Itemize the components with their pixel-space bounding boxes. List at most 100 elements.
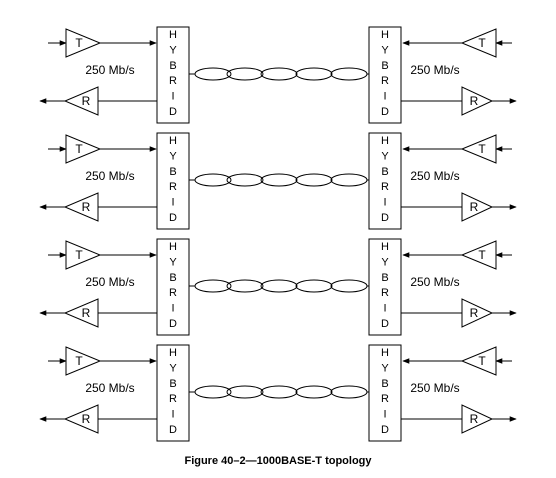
twisted-pair-loop xyxy=(260,173,298,187)
twisted-pair-loop xyxy=(226,173,264,187)
data-rate-right: 250 Mb/s xyxy=(410,169,459,183)
transmitter-left xyxy=(65,240,102,270)
hybrid-letter-right: I xyxy=(383,197,386,209)
hybrid-letter-left: B xyxy=(169,272,176,284)
data-rate-right: 250 Mb/s xyxy=(410,275,459,289)
hybrid-letter-left: I xyxy=(171,303,174,315)
hybrid-letter-right: B xyxy=(381,166,388,178)
receiver-right xyxy=(461,404,494,434)
transmitter-left xyxy=(65,346,102,376)
twisted-pair-loop xyxy=(260,385,298,399)
transmitter-left xyxy=(65,134,102,164)
hybrid-letter-left: I xyxy=(171,409,174,421)
data-rate-right: 250 Mb/s xyxy=(410,63,459,77)
receiver-right xyxy=(461,192,494,222)
hybrid-letter-left: D xyxy=(169,318,177,330)
hybrid-letter-right: B xyxy=(381,272,388,284)
receiver-left xyxy=(63,404,99,434)
transmitter-label-right: T xyxy=(478,36,486,50)
twisted-pair-loop xyxy=(295,385,333,399)
hybrid-box-left xyxy=(156,238,190,336)
receiver-label-right: R xyxy=(470,412,479,426)
figure-caption: Figure 40–2—1000BASE-T topology xyxy=(184,455,372,467)
transmitter-label-left: T xyxy=(75,36,83,50)
receiver-label-left: R xyxy=(82,412,91,426)
receiver-label-left: R xyxy=(82,200,91,214)
hybrid-letter-left: Y xyxy=(169,256,177,268)
hybrid-letter-right: I xyxy=(383,91,386,103)
hybrid-letter-right: Y xyxy=(381,256,389,268)
hybrid-letter-left: D xyxy=(169,106,177,118)
hybrid-letter-right: H xyxy=(381,347,389,359)
hybrid-letter-left: H xyxy=(169,29,177,41)
twisted-pair-loop xyxy=(194,173,232,187)
hybrid-letter-left: B xyxy=(169,60,176,72)
hybrid-box-left xyxy=(156,26,190,124)
hybrid-letter-right: R xyxy=(381,75,389,87)
twisted-pair-loop xyxy=(295,173,333,187)
receiver-right xyxy=(461,86,494,116)
hybrid-letter-left: D xyxy=(169,212,177,224)
hybrid-letter-right: H xyxy=(381,241,389,253)
twisted-pair-loop xyxy=(260,67,298,81)
hybrid-letter-left: I xyxy=(171,197,174,209)
transmitter-right xyxy=(460,134,497,164)
hybrid-box-right xyxy=(368,238,402,336)
hybrid-letter-left: H xyxy=(169,347,177,359)
transmitter-label-left: T xyxy=(75,248,83,262)
receiver-label-left: R xyxy=(82,94,91,108)
hybrid-letter-right: R xyxy=(381,393,389,405)
transmitter-right xyxy=(460,28,497,58)
hybrid-letter-left: H xyxy=(169,241,177,253)
hybrid-box-left xyxy=(156,344,190,442)
hybrid-letter-right: Y xyxy=(381,362,389,374)
twisted-pair-loop xyxy=(226,67,264,81)
receiver-left xyxy=(63,192,99,222)
twisted-pair-loop xyxy=(330,67,368,81)
twisted-pair-loop xyxy=(260,279,298,293)
twisted-pair-loop xyxy=(330,385,368,399)
twisted-pair-loop xyxy=(194,385,232,399)
hybrid-letter-right: H xyxy=(381,29,389,41)
hybrid-letter-left: R xyxy=(169,287,177,299)
transmitter-label-left: T xyxy=(75,354,83,368)
hybrid-letter-right: D xyxy=(381,106,389,118)
hybrid-letter-right: B xyxy=(381,378,388,390)
twisted-pair-loop xyxy=(330,279,368,293)
twisted-pair-loop xyxy=(295,279,333,293)
transmitter-label-left: T xyxy=(75,142,83,156)
hybrid-box-right xyxy=(368,344,402,442)
hybrid-letter-right: I xyxy=(383,303,386,315)
twisted-pair-loop xyxy=(226,279,264,293)
hybrid-letter-left: R xyxy=(169,393,177,405)
hybrid-box-right xyxy=(368,26,402,124)
receiver-label-right: R xyxy=(470,306,479,320)
hybrid-letter-left: R xyxy=(169,75,177,87)
hybrid-letter-right: Y xyxy=(381,44,389,56)
hybrid-letter-right: B xyxy=(381,60,388,72)
data-rate-left: 250 Mb/s xyxy=(85,275,134,289)
hybrid-letter-left: I xyxy=(171,91,174,103)
twisted-pair-loop xyxy=(295,67,333,81)
hybrid-letter-right: D xyxy=(381,212,389,224)
receiver-right xyxy=(461,298,494,328)
hybrid-letter-left: Y xyxy=(169,44,177,56)
hybrid-letter-left: Y xyxy=(169,150,177,162)
hybrid-letter-left: Y xyxy=(169,362,177,374)
twisted-pair-loop xyxy=(194,67,232,81)
data-rate-left: 250 Mb/s xyxy=(85,63,134,77)
transmitter-label-right: T xyxy=(478,248,486,262)
hybrid-letter-right: D xyxy=(381,424,389,436)
hybrid-letter-left: H xyxy=(169,135,177,147)
receiver-left xyxy=(63,86,99,116)
data-rate-left: 250 Mb/s xyxy=(85,381,134,395)
hybrid-letter-left: R xyxy=(169,181,177,193)
twisted-pair-loop xyxy=(330,173,368,187)
